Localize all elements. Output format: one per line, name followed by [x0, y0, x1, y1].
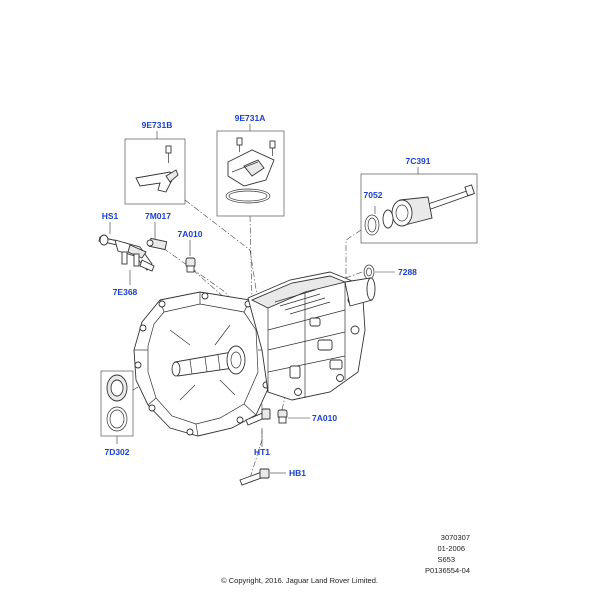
copyright: © Copyright, 2016. Jaguar Land Rover Lim… [221, 576, 378, 585]
leader-7C391 [345, 229, 362, 278]
label-9E731B: 9E731B [142, 120, 173, 130]
module-9E731A [225, 137, 276, 204]
leader-9E731B [184, 199, 259, 303]
selector-7E368 [98, 234, 168, 272]
plug-7A010-top [185, 257, 196, 273]
box-9E731A [216, 130, 285, 217]
meta-number: 3070307 [441, 533, 470, 542]
bolt-HB1 [239, 468, 270, 486]
label-7M017: 7M017 [145, 211, 171, 221]
box-9E731B [124, 138, 186, 205]
box-7C391 [360, 173, 478, 244]
stud-HT1 [245, 408, 271, 426]
label-7E368: 7E368 [113, 287, 138, 297]
leader-7A010-bottom [281, 374, 291, 411]
meta-model: S653 [437, 555, 455, 564]
label-7A010-top: 7A010 [177, 229, 202, 239]
label-7C391: 7C391 [405, 156, 430, 166]
label-HB1: HB1 [289, 468, 306, 478]
label-7052: 7052 [364, 190, 383, 200]
leader-9E731A [249, 215, 253, 301]
leader-HB1 [249, 428, 263, 479]
label-7288: 7288 [398, 267, 417, 277]
plug-7A010-bottom [277, 409, 288, 424]
label-9E731A: 9E731A [235, 113, 266, 123]
shaft-7C391 [364, 184, 475, 236]
transmission-case [133, 271, 376, 437]
label-7D302: 7D302 [104, 447, 129, 457]
bracket-9E731B [135, 145, 179, 193]
seals-7D302 [106, 374, 128, 432]
label-7A010-bottom: 7A010 [312, 413, 337, 423]
seal-7288 [363, 264, 375, 280]
meta-ref: P0136554-04 [425, 566, 470, 575]
meta-date: 01-2006 [437, 544, 465, 553]
label-HT1: HT1 [254, 447, 270, 457]
label-HS1: HS1 [102, 211, 119, 221]
